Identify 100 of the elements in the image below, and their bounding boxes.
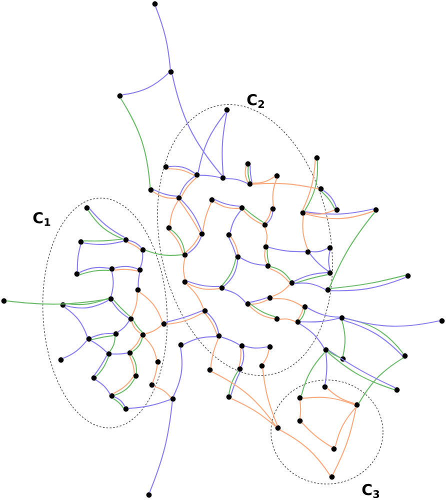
edge-line [90,340,108,353]
edge-line [78,266,110,274]
edge-line [172,347,183,397]
edge-line [127,242,141,250]
edge-line [154,386,172,398]
edge-line [344,318,440,327]
edge-line [299,400,302,419]
edge-line [109,336,116,352]
edge-line [358,358,404,404]
cluster-label: C$_{1}$ [33,212,50,226]
edge-line [266,211,274,224]
edge-line [324,352,328,385]
edge-line [266,249,270,264]
edge-line [152,191,177,199]
edge-line [131,354,137,374]
edge-line [272,298,303,307]
edge-line [305,210,335,215]
edge-line [279,318,296,322]
edge-line [272,178,278,207]
edge-line [214,199,240,207]
edge-line [129,355,135,374]
edge-line [300,309,306,321]
edge-line [298,308,304,320]
edge-line [90,332,114,338]
edge-line [172,74,222,176]
edge-line [83,238,124,242]
edge-line [300,352,326,396]
edge-line [118,320,130,332]
edge-line [240,348,244,367]
edge-line [149,401,173,493]
edge-line [202,202,212,232]
edge-line [144,336,158,360]
edge-line [62,340,88,359]
edge-line [114,268,138,272]
edge-line [250,299,268,305]
edge-line [128,399,171,409]
edge-line [64,306,88,338]
edge-line [152,364,158,383]
edge-line [214,201,240,209]
edge-line [244,166,248,183]
edge-line [128,240,142,248]
edge-line [186,284,204,310]
edge-line [79,270,110,276]
edge-line [300,324,324,348]
edge-line [212,371,276,427]
edge-line [252,176,275,184]
edge-line [228,237,237,256]
edge-line [302,160,316,211]
edge-line [302,215,308,250]
edge-line [332,407,357,475]
cluster-label: C$_{3}$ [362,484,380,498]
edge-line [342,320,346,357]
edge-line [187,280,220,288]
edge-line [230,398,276,427]
edge-line [139,292,163,322]
edge-line [280,429,330,476]
edge-line [169,200,179,226]
edge-line [262,349,270,364]
edge-line [199,174,221,178]
edge-line [272,284,290,297]
edge-line [111,352,128,355]
edge-line [64,298,109,306]
edge-line [114,266,138,270]
edge-line [122,72,169,96]
edge-line [294,282,326,290]
edge-line [300,318,340,323]
edge-line [264,249,268,264]
edge-line [198,112,226,173]
edge-line [264,210,272,223]
edge-line [110,271,114,297]
edge-line [326,388,356,404]
edge-line [221,336,240,346]
edge-line [224,288,246,303]
edge-line [230,236,239,255]
edge-line [182,257,186,280]
edge-line [244,346,268,349]
edge-line [238,348,242,367]
edge-line [76,244,82,272]
edge-line [155,6,171,70]
edge-line [65,300,109,309]
edge-line [252,182,319,190]
edge-line [186,282,220,290]
edge-line [230,210,242,233]
edge-line [240,257,266,266]
edge-line [305,208,374,215]
edge-line [304,160,318,212]
edge-line [83,240,124,246]
edge-line [183,336,217,345]
edge-line [145,324,162,334]
edge-line [302,422,332,448]
cluster-label: C$_{2}$ [247,94,264,108]
edge-line [310,253,328,272]
edge-line [222,112,228,176]
edge-line [6,298,109,305]
edge-line [334,407,356,447]
edge-line [328,350,341,358]
edge-line [328,212,376,288]
edge-line [168,166,196,174]
edge-line [138,272,140,288]
edge-line [145,250,183,256]
